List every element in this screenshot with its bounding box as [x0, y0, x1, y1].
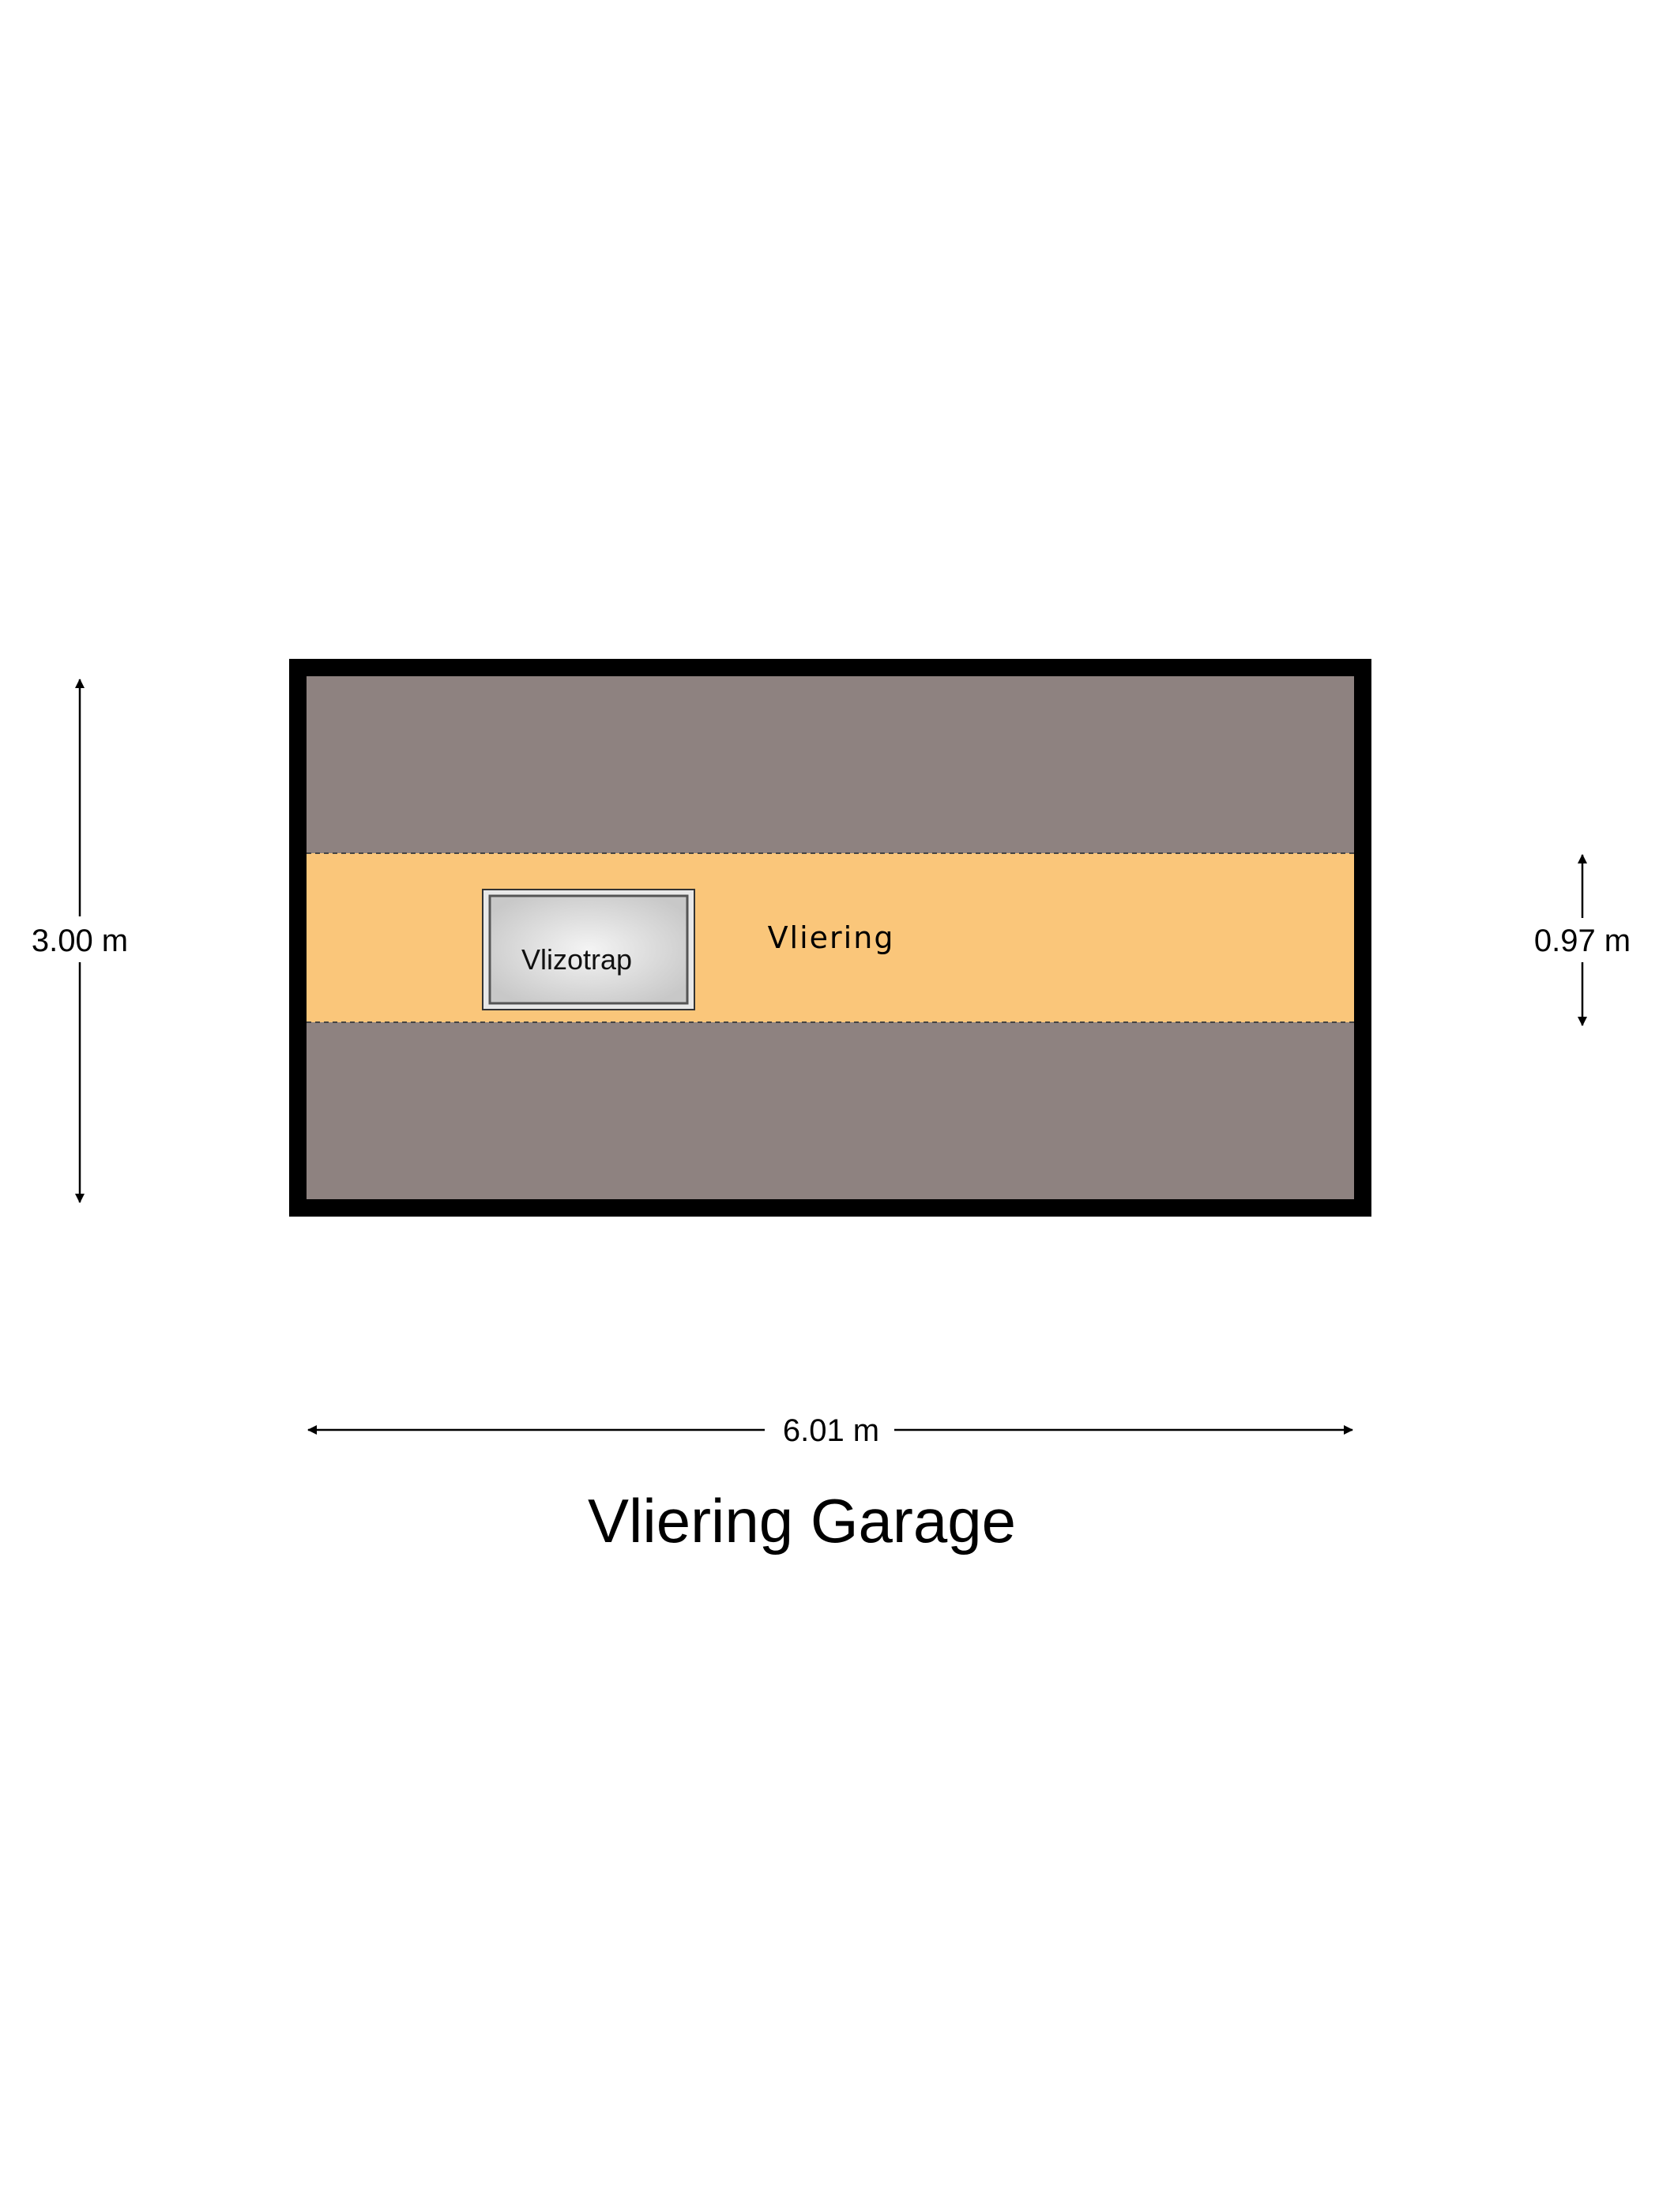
plan-title: Vliering Garage — [588, 1486, 1016, 1556]
dimension-depth-label: 3.00 m — [32, 924, 128, 958]
dimension-depth: 3.00 m — [32, 679, 128, 1203]
low-ceiling-zone-bottom — [307, 1022, 1354, 1199]
dimension-strip-height-label: 0.97 m — [1534, 924, 1631, 958]
usable-zone — [307, 853, 1354, 1022]
room-label: Vliering — [768, 920, 895, 955]
dimension-width: 6.01 m — [307, 1413, 1353, 1448]
low-ceiling-zone-top — [307, 676, 1354, 853]
hatch-label: Vlizotrap — [521, 943, 632, 976]
dimension-width-label: 6.01 m — [783, 1413, 879, 1448]
dimension-strip-height: 0.97 m — [1534, 854, 1631, 1026]
hatch-vlizotrap: Vlizotrap — [482, 889, 695, 1010]
